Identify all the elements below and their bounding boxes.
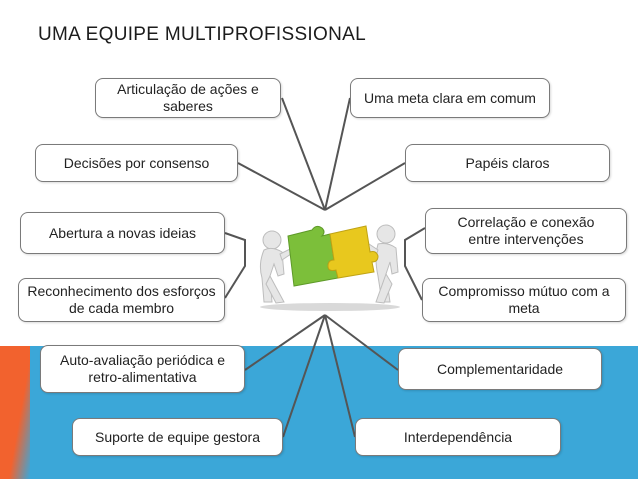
box-compromisso: Compromisso mútuo com a meta [422, 278, 626, 322]
box-articulacao: Articulação de ações e saberes [95, 78, 281, 118]
team-puzzle-illustration [259, 224, 400, 311]
connector-complementaridade [324, 314, 399, 371]
connector-left-bracket [224, 232, 246, 299]
connector-interdependencia [324, 314, 356, 438]
page-title: UMA EQUIPE MULTIPROFISSIONAL [38, 24, 366, 45]
connector-decisoes [237, 162, 326, 211]
connector-papeis [324, 162, 406, 211]
box-papeis: Papéis claros [405, 144, 610, 182]
connector-right-bracket [404, 227, 426, 301]
connector-articulacao [281, 97, 326, 211]
connector-meta-clara [324, 97, 351, 211]
box-decisoes: Decisões por consenso [35, 144, 238, 182]
box-abertura: Abertura a novas ideias [20, 212, 225, 254]
connector-suporte [282, 314, 326, 438]
box-correlacao: Correlação e conexão entre intervenções [425, 208, 627, 254]
box-meta-clara: Uma meta clara em comum [350, 78, 550, 118]
footer-orange-accent [0, 346, 30, 479]
box-suporte: Suporte de equipe gestora [72, 418, 283, 456]
connector-autoavaliacao [244, 314, 326, 371]
box-autoavaliacao: Auto-avaliação periódica e retro-aliment… [40, 345, 245, 393]
box-complementaridade: Complementaridade [398, 348, 602, 390]
box-interdependencia: Interdependência [355, 418, 561, 456]
box-reconhecimento: Reconhecimento dos esforços de cada memb… [18, 278, 225, 322]
